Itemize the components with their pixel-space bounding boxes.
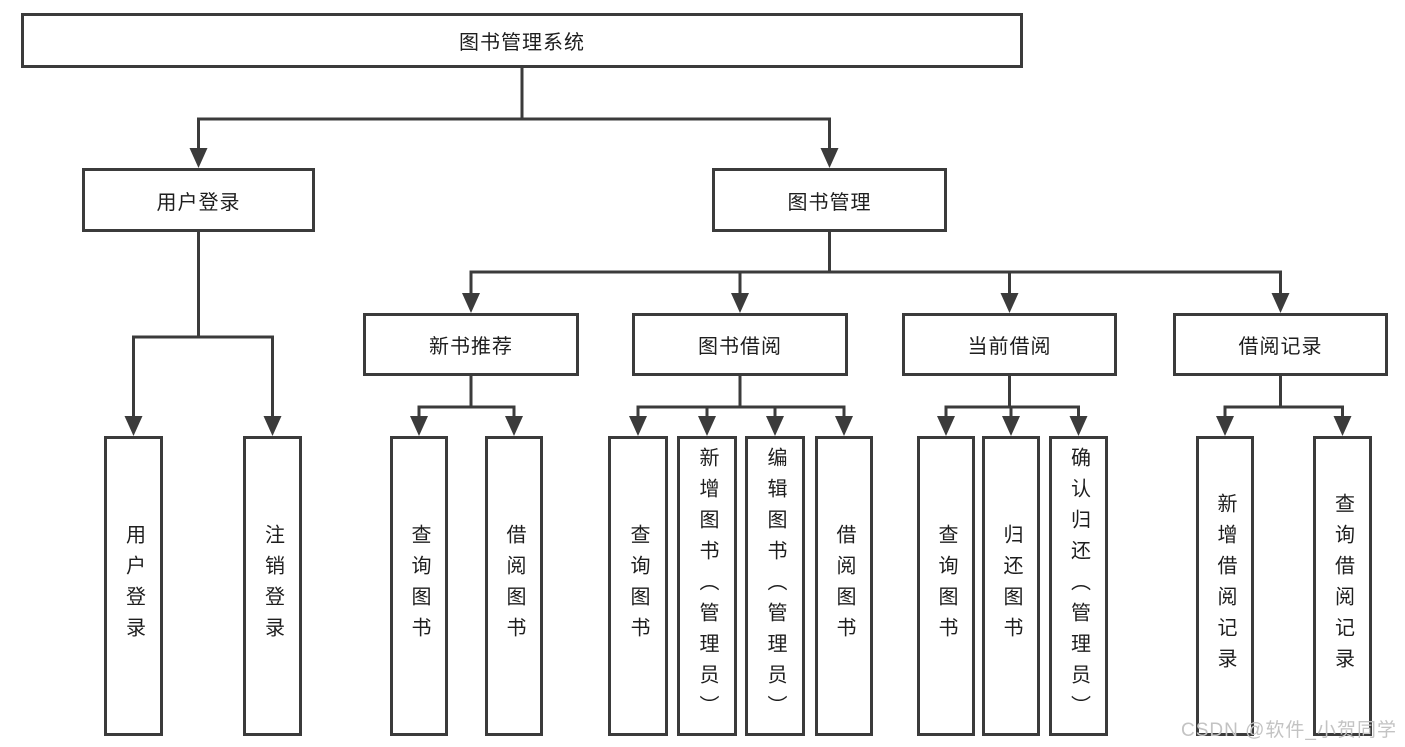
node-library-management-system: 图书管理系统 bbox=[21, 13, 1023, 68]
node-new-book-recommendation: 新书推荐 bbox=[363, 313, 579, 376]
node-book-management: 图书管理 bbox=[712, 168, 947, 232]
leaf-borrow-add-books-admin: 新增图书（管理员） bbox=[677, 436, 737, 736]
node-book-borrowing: 图书借阅 bbox=[632, 313, 848, 376]
leaf-records-add-borrow-record: 新增借阅记录 bbox=[1196, 436, 1254, 736]
leaf-label: 新增借阅记录 bbox=[1214, 493, 1236, 679]
leaf-records-query-borrow-record: 查询借阅记录 bbox=[1313, 436, 1372, 736]
node-user-login: 用户登录 bbox=[82, 168, 315, 232]
leaf-newbook-borrow-books: 借阅图书 bbox=[485, 436, 543, 736]
leaf-label: 查询图书 bbox=[408, 524, 430, 648]
node-label: 用户登录 bbox=[156, 191, 241, 214]
node-label: 图书管理 bbox=[787, 191, 872, 214]
leaf-borrow-edit-books-admin: 编辑图书（管理员） bbox=[745, 436, 805, 736]
leaf-user-login: 用户登录 bbox=[104, 436, 163, 736]
leaf-current-confirm-return-admin: 确认归还（管理员） bbox=[1049, 436, 1108, 736]
leaf-label: 确认归还（管理员） bbox=[1067, 446, 1090, 726]
leaf-label: 查询图书 bbox=[935, 524, 957, 648]
node-label: 图书借阅 bbox=[698, 336, 782, 358]
leaf-current-query-books: 查询图书 bbox=[917, 436, 975, 736]
leaf-current-return-books: 归还图书 bbox=[982, 436, 1040, 736]
leaf-label: 查询图书 bbox=[627, 524, 649, 648]
leaf-label: 借阅图书 bbox=[833, 524, 855, 648]
node-label: 借阅记录 bbox=[1238, 336, 1323, 358]
leaf-label: 借阅图书 bbox=[503, 524, 525, 648]
node-label: 图书管理系统 bbox=[459, 32, 585, 54]
node-label: 新书推荐 bbox=[429, 336, 513, 358]
leaf-borrow-query-books: 查询图书 bbox=[608, 436, 668, 736]
leaf-label: 查询借阅记录 bbox=[1331, 493, 1354, 679]
leaf-newbook-query-books: 查询图书 bbox=[390, 436, 448, 736]
leaf-label: 编辑图书（管理员） bbox=[764, 446, 786, 726]
node-label: 当前借阅 bbox=[967, 336, 1052, 358]
leaf-label: 归还图书 bbox=[1000, 524, 1022, 648]
node-current-borrowing: 当前借阅 bbox=[902, 313, 1117, 376]
leaf-logout: 注销登录 bbox=[243, 436, 302, 736]
leaf-label: 新增图书（管理员） bbox=[696, 446, 718, 726]
node-borrowing-records: 借阅记录 bbox=[1173, 313, 1388, 376]
leaf-borrow-borrow-books: 借阅图书 bbox=[815, 436, 873, 736]
leaf-label: 注销登录 bbox=[261, 524, 284, 648]
leaf-label: 用户登录 bbox=[122, 524, 145, 648]
csdn-watermark: CSDN @软件_小贺同学 bbox=[1181, 720, 1397, 741]
